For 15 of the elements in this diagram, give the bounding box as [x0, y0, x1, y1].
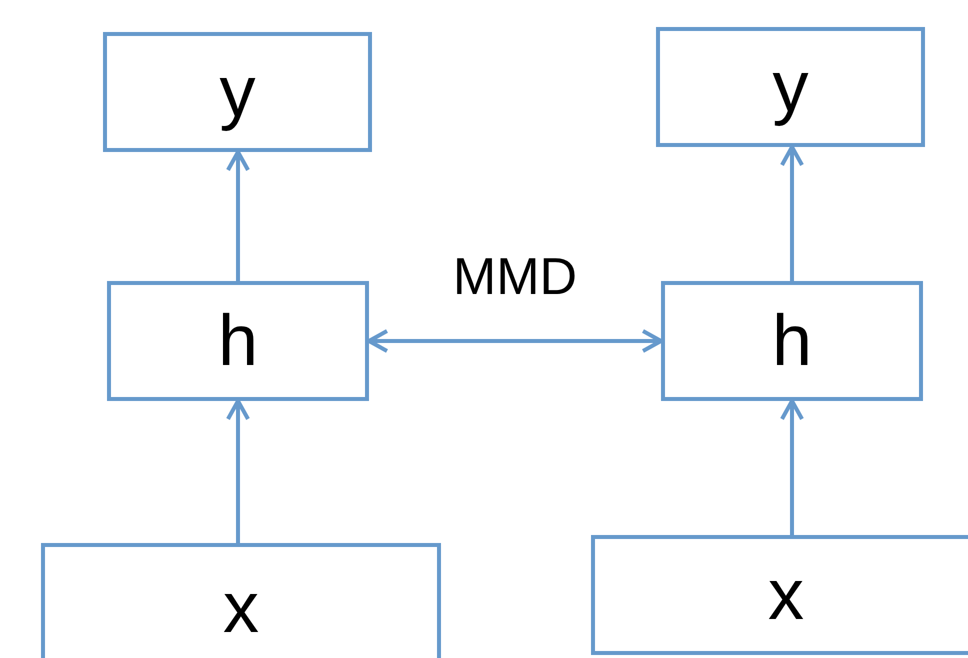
- arrow: [367, 329, 663, 353]
- variable-label: h: [772, 305, 812, 377]
- arrow: [226, 150, 250, 281]
- variable-box: [656, 27, 925, 147]
- variable-label: h: [218, 305, 258, 377]
- arrow: [780, 399, 804, 535]
- variable-box: [103, 32, 372, 152]
- arrow: [780, 145, 804, 281]
- variable-label: x: [768, 559, 804, 631]
- variable-box: [591, 535, 968, 655]
- variable-box: [107, 281, 369, 401]
- variable-box: [661, 281, 923, 401]
- variable-label: x: [223, 572, 259, 644]
- arrow: [226, 399, 250, 543]
- variable-box: [41, 543, 441, 658]
